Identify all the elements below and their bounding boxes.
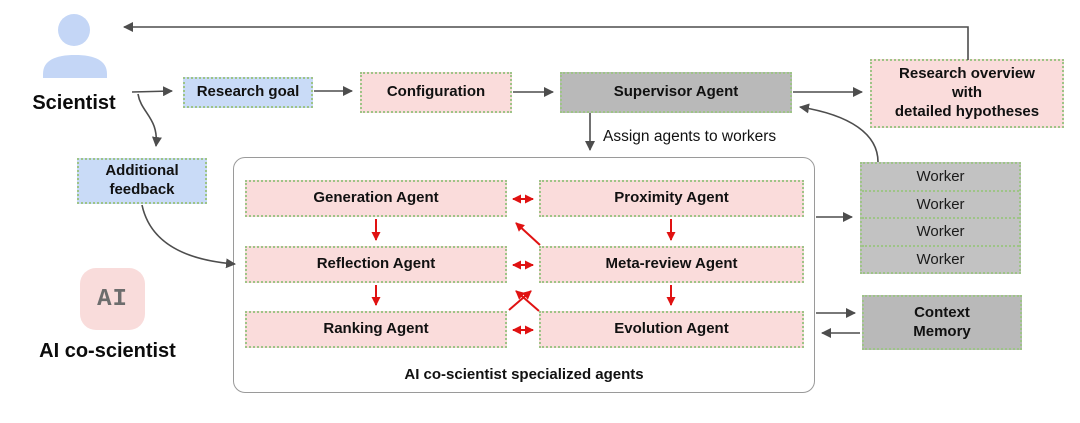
research-overview-box: Research overview with detailed hypothes…	[870, 59, 1064, 128]
arrow-overview-to-scientist	[123, 22, 969, 60]
worker-stack: Worker Worker Worker Worker	[860, 162, 1021, 274]
arrow-feedback-to-reflection	[141, 204, 236, 269]
research-goal-box: Research goal	[183, 77, 313, 108]
agent-box-ranking: Ranking Agent	[245, 311, 507, 348]
ai-badge: AI	[80, 268, 145, 330]
worker-row: Worker	[862, 189, 1019, 218]
agent-box-reflection: Reflection Agent	[245, 246, 507, 283]
context-memory-box: Context Memory	[862, 295, 1022, 350]
scientist-person-icon	[43, 14, 107, 78]
configuration-box: Configuration	[360, 72, 512, 113]
worker-row: Worker	[862, 217, 1019, 245]
additional-feedback-box: Additional feedback	[77, 158, 207, 204]
arrow-workers-to-supervisor	[799, 103, 879, 163]
agent-box-proximity: Proximity Agent	[539, 180, 804, 217]
agent-box-evolution: Evolution Agent	[539, 311, 804, 348]
worker-row: Worker	[862, 244, 1019, 273]
agent-box-generation: Generation Agent	[245, 180, 507, 217]
arrow-scientist-to-research-goal	[131, 86, 173, 97]
worker-row: Worker	[916, 168, 965, 186]
container-label: AI co-scientist specialized agents	[404, 366, 644, 383]
supervisor-agent-box: Supervisor Agent	[560, 72, 792, 113]
assign-agents-label: Assign agents to workers	[603, 128, 777, 145]
agent-box-meta-review: Meta-review Agent	[539, 246, 804, 283]
scientist-label: Scientist	[32, 92, 116, 114]
arrow-scientist-to-additional-feedback	[137, 93, 162, 147]
ai-co-scientist-label: AI co-scientist	[39, 340, 176, 362]
